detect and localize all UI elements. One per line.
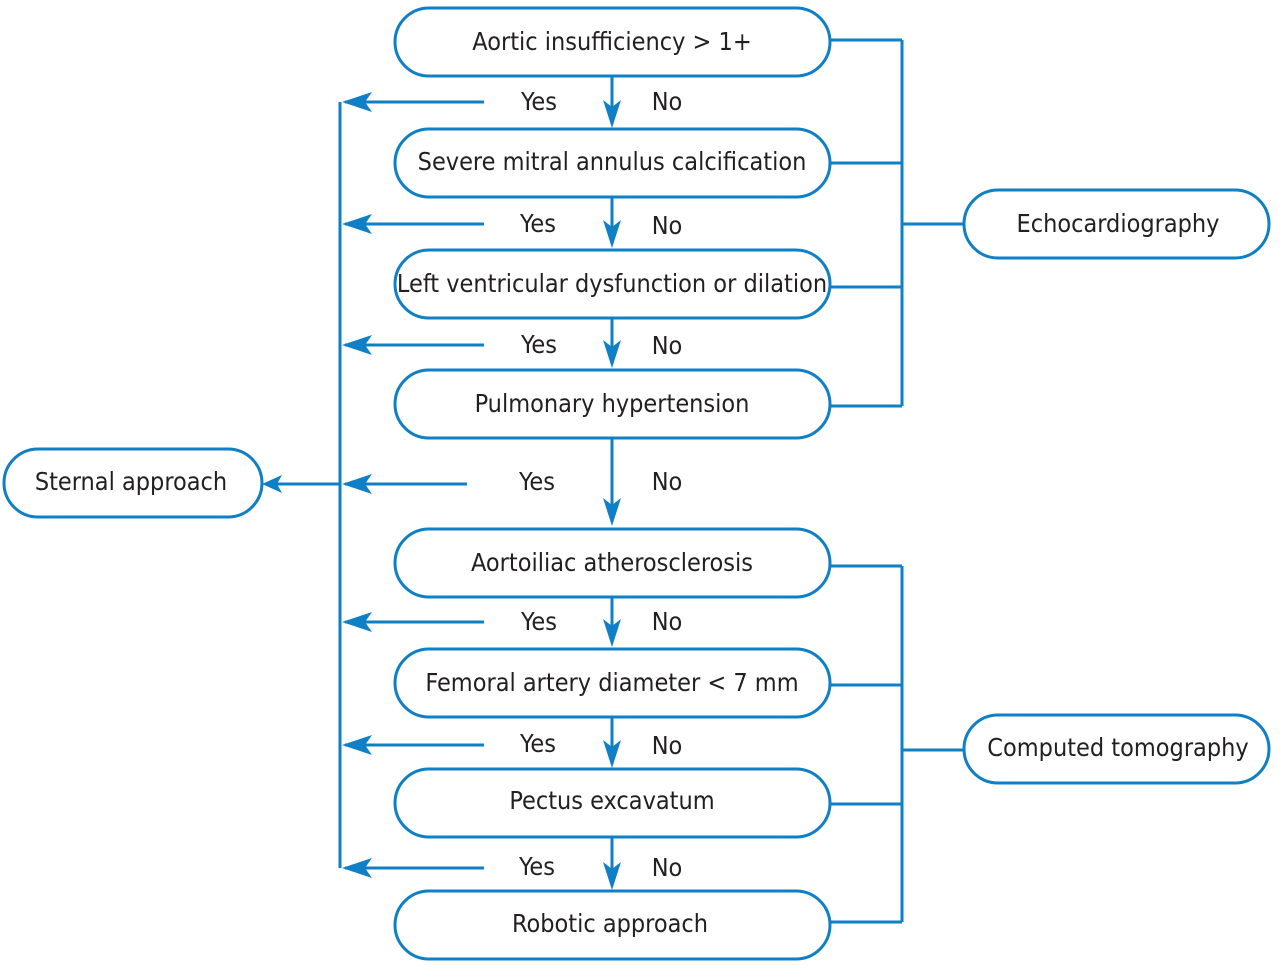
group-label: Echocardiography (1017, 209, 1220, 238)
echocardiography-box: Echocardiography (962, 188, 1271, 260)
yes-label: Yes (519, 209, 556, 238)
yes-label: Yes (518, 852, 555, 881)
decision-label: Pectus excavatum (509, 786, 714, 815)
decision-box-pulmonary-hypertension: Pulmonary hypertension (393, 368, 832, 440)
computed-tomography-bracket (830, 564, 964, 924)
sternal-arrowhead (262, 475, 282, 493)
decision-label: Severe mitral annulus calcification (418, 147, 807, 176)
decision-box-femoral-artery-diameter: Femoral artery diameter < 7 mm (393, 647, 832, 719)
sternal-label: Sternal approach (35, 467, 227, 496)
group-label: Computed tomography (987, 733, 1248, 762)
yes-label: Yes (520, 330, 557, 359)
decision-label: Pulmonary hypertension (475, 389, 750, 418)
no-label: No (652, 211, 683, 240)
yes-arrows (342, 92, 484, 878)
yes-no-labels: Yes No Yes No Yes No Yes No Yes No Yes N… (518, 87, 682, 882)
decision-label: Left ventricular dysfunction or dilation (397, 269, 827, 298)
final-label: Robotic approach (512, 909, 708, 938)
no-label: No (652, 607, 683, 636)
no-label: No (652, 731, 683, 760)
final-box-robotic-approach: Robotic approach (393, 889, 832, 961)
no-label: No (652, 853, 683, 882)
decision-label: Aortoiliac atherosclerosis (471, 548, 753, 577)
decision-label: Aortic insufficiency > 1+ (472, 27, 751, 56)
yes-label: Yes (520, 607, 557, 636)
echocardiography-bracket (830, 38, 964, 408)
yes-label: Yes (520, 87, 557, 116)
decision-box-mitral-annulus-calcification: Severe mitral annulus calcification (393, 127, 832, 199)
sternal-approach-box: Sternal approach (2, 447, 264, 519)
decision-box-aortoiliac-atherosclerosis: Aortoiliac atherosclerosis (393, 527, 832, 599)
yes-label: Yes (519, 729, 556, 758)
decision-label: Femoral artery diameter < 7 mm (425, 668, 798, 697)
decision-box-pectus-excavatum: Pectus excavatum (393, 767, 832, 839)
no-label: No (652, 467, 683, 496)
yes-label: Yes (518, 467, 555, 496)
no-arrows (603, 77, 621, 890)
decision-box-aortic-insufficiency: Aortic insufficiency > 1+ (393, 6, 832, 78)
decision-box-lv-dysfunction: Left ventricular dysfunction or dilation (393, 248, 832, 320)
no-label: No (652, 331, 683, 360)
computed-tomography-box: Computed tomography (962, 713, 1271, 785)
no-label: No (652, 87, 683, 116)
